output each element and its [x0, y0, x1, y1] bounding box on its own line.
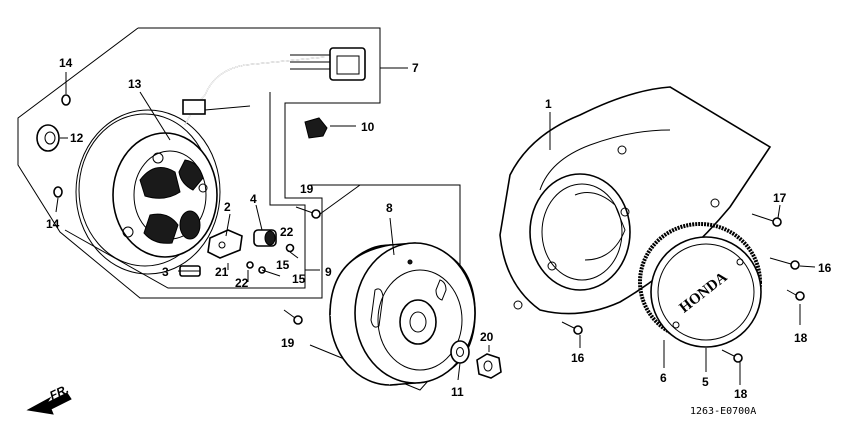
coil-4: [253, 229, 277, 247]
label-16: 16: [818, 261, 832, 275]
label-17: 17: [773, 191, 787, 205]
label-1: 1: [545, 97, 552, 111]
label-4: 4: [250, 192, 257, 206]
stator-plate-13: [75, 56, 326, 275]
logo-cover-5: HONDA: [650, 236, 762, 348]
screw-18-bottom: [721, 349, 743, 363]
label-14: 14: [59, 56, 73, 70]
label-3: 3: [162, 265, 169, 279]
label-8: 8: [386, 201, 393, 215]
label-16-b: 16: [571, 351, 585, 365]
label-19-b: 19: [281, 336, 295, 350]
label-9: 9: [325, 265, 332, 279]
label-13: 13: [128, 77, 142, 91]
washer-11: [450, 340, 470, 364]
label-19: 19: [300, 182, 314, 196]
label-5: 5: [702, 375, 709, 389]
assembly-outline-7: [17, 27, 381, 299]
pulser-2: [207, 229, 243, 259]
label-21: 21: [215, 265, 229, 279]
label-10: 10: [361, 120, 375, 134]
screw-16-bottom: [561, 321, 583, 335]
label-6: 6: [660, 371, 667, 385]
label-18: 18: [794, 331, 808, 345]
assembly-outline-9: [64, 92, 306, 289]
label-18-b: 18: [734, 387, 748, 401]
front-direction-arrow: FR.: [26, 382, 72, 415]
screw-16-right: [769, 257, 800, 270]
crankcase-cover-1: [499, 86, 772, 315]
screw-18-right: [786, 289, 805, 301]
label-11: 11: [451, 385, 464, 399]
label-14-b: 14: [46, 217, 60, 231]
leader-lines: [55, 67, 816, 385]
label-15-b: 15: [292, 272, 306, 286]
washer-14-bottom: [53, 186, 63, 198]
wire-connector: [290, 47, 366, 81]
label-20: 20: [480, 330, 494, 344]
flywheel-8: [329, 242, 476, 386]
oil-seal-12: [36, 124, 60, 152]
screw-17: [751, 213, 782, 227]
part-labels: 1 2 3 4 5 6 7 8 9 10 11 12 13 14 15 16 1…: [46, 56, 832, 401]
small-screws: [246, 243, 299, 277]
label-7: 7: [412, 61, 419, 75]
label-12: 12: [70, 131, 84, 145]
label-15: 15: [276, 258, 290, 272]
washer-14-top: [61, 94, 71, 106]
label-2: 2: [224, 200, 231, 214]
bolt-19-lower: [283, 309, 303, 325]
leader-19-line: [319, 184, 361, 215]
nut-20: [476, 353, 502, 379]
label-22-b: 22: [235, 276, 249, 290]
bolt-19-upper: [295, 206, 321, 219]
label-22: 22: [280, 225, 294, 239]
grommet-10: [304, 117, 328, 139]
drawing-code: 1263-E0700A: [690, 406, 756, 417]
